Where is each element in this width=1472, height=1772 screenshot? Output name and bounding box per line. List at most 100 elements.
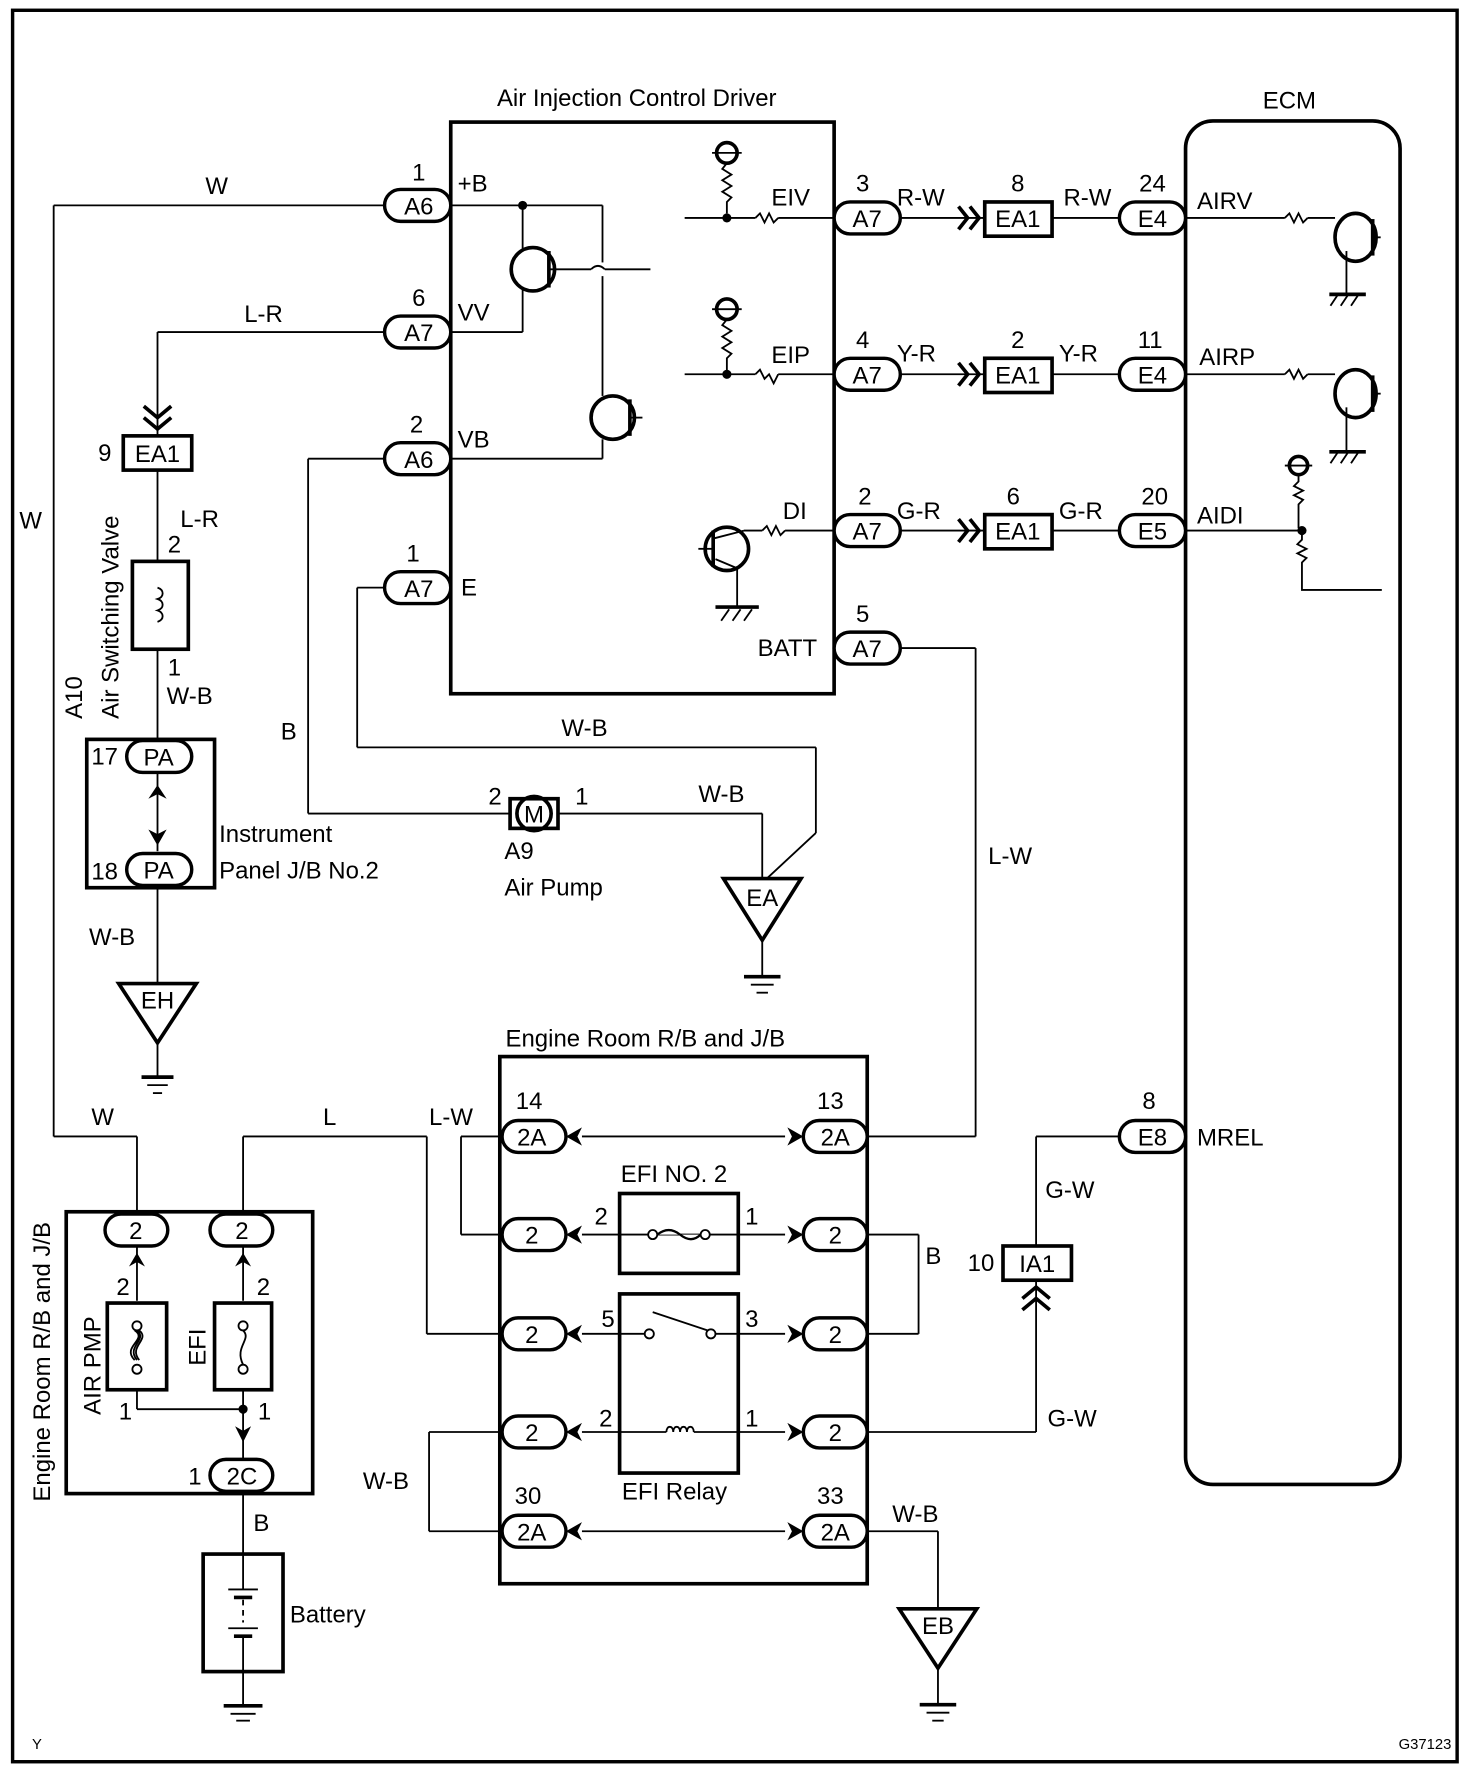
ecm-pin-aidi[interactable]: 20 E5 AIDI [1117,483,1244,549]
svg-text:2: 2 [116,1274,129,1301]
driver-title: Air Injection Control Driver [497,85,777,112]
svg-text:9: 9 [98,440,111,467]
svg-text:PA: PA [144,745,174,772]
svg-text:A7: A7 [853,636,882,663]
ecm-pin-airv[interactable]: 24 E4 AIRV [1117,171,1252,236]
pin-name-eip: EIP [771,342,810,369]
junction-ia1[interactable]: IA1 [1019,1251,1055,1278]
svg-text:G-W: G-W [1047,1405,1097,1432]
svg-text:2C: 2C [227,1463,258,1490]
ecm-pin-airp[interactable]: 11 E4 AIRP [1117,327,1255,392]
svg-text:Y-R: Y-R [1059,341,1098,368]
wire-batt-lw: L-W [867,647,1032,1138]
junction-ea1-2[interactable]: EA1 [995,362,1040,389]
ecm-pin-mrel[interactable]: 8 E8 MREL [1117,1088,1264,1155]
svg-text:A7: A7 [853,519,882,546]
wire-b-to-pump: B [281,457,512,815]
svg-text:2A: 2A [821,1519,850,1546]
svg-text:2: 2 [595,1203,608,1230]
svg-text:VB: VB [458,426,490,453]
svg-text:AIR PMP: AIR PMP [79,1316,106,1415]
wire-mrel: G-W 10 IA1 G-W [867,1135,1120,1433]
driver-pin-eiv[interactable]: 3 A7 [832,171,903,236]
svg-text:2: 2 [525,1420,538,1447]
driver-pin-b[interactable]: 1 A6 +B [382,159,488,224]
battery: B Battery [201,1491,366,1722]
svg-text:EFI: EFI [184,1329,211,1366]
svg-text:33: 33 [817,1483,844,1510]
svg-text:A6: A6 [404,447,433,474]
wire-e-to-ground: W-B [356,586,817,880]
svg-text:G-W: G-W [1045,1177,1095,1204]
svg-text:3: 3 [856,171,869,198]
svg-text:1: 1 [119,1398,132,1425]
svg-text:2: 2 [829,1322,842,1349]
air-pump[interactable]: 2 M 1 A9 Air Pump [488,783,602,901]
connector-arrow-down-icon [235,1426,252,1443]
junction-ea1-8[interactable]: EA1 [995,206,1040,233]
svg-text:L-R: L-R [244,301,283,328]
svg-text:2A: 2A [517,1519,546,1546]
wire-l-r: L-R [142,301,385,436]
junction-ea1-6[interactable]: EA1 [995,519,1040,546]
svg-text:A7: A7 [404,320,433,347]
svg-text:EH: EH [141,988,174,1015]
svg-text:3: 3 [745,1306,758,1333]
svg-text:L-W: L-W [988,843,1032,870]
svg-text:A9: A9 [504,838,533,865]
svg-text:8: 8 [1011,171,1024,198]
signal-row-airp: Y-R 2 EA1 Y-R [897,327,1120,395]
instrument-panel-jb[interactable]: 17 PA 18 PA Instrument Panel J/B No.2 [84,737,379,890]
svg-text:AIRV: AIRV [1197,188,1252,215]
engine-jb-center[interactable]: Engine Room R/B and J/B 14 2A 13 2A 2 2 … [497,1025,870,1586]
driver-pin-eip[interactable]: 4 A7 [832,327,903,392]
svg-text:Panel J/B No.2: Panel J/B No.2 [219,858,379,885]
driver-pin-di[interactable]: 2 A7 [832,483,903,549]
svg-text:E4: E4 [1138,362,1167,389]
svg-text:2A: 2A [821,1125,850,1152]
svg-text:B: B [253,1510,269,1537]
svg-text:E4: E4 [1138,206,1167,233]
svg-text:30: 30 [515,1483,542,1510]
svg-text:W: W [205,173,228,200]
svg-text:2: 2 [129,1218,142,1245]
svg-text:Engine Room R/B and J/B: Engine Room R/B and J/B [506,1025,786,1052]
svg-text:+B: +B [458,171,488,198]
svg-text:17: 17 [91,743,118,770]
svg-text:2: 2 [168,531,181,558]
svg-text:E: E [461,575,477,602]
corner-mark: Y [32,1737,42,1753]
air-switching-valve[interactable]: 9 EA1 2 L-R 1 W-B A10 Air Switching Valv… [61,434,219,740]
svg-text:20: 20 [1141,483,1168,510]
svg-text:EFI Relay: EFI Relay [622,1478,727,1505]
ecm-internal [1185,211,1382,591]
signal-row-airv: R-W 8 EA1 R-W [897,171,1120,239]
svg-text:B: B [281,718,297,745]
svg-text:2: 2 [829,1223,842,1250]
svg-text:1: 1 [258,1398,271,1425]
svg-text:11: 11 [1138,327,1163,354]
svg-text:1: 1 [575,783,588,810]
svg-text:G-R: G-R [897,498,941,525]
svg-text:1: 1 [188,1463,201,1490]
svg-text:PA: PA [144,858,174,885]
svg-text:EFI NO. 2: EFI NO. 2 [621,1161,727,1188]
svg-text:E5: E5 [1138,519,1167,546]
fuse-icon [129,1329,144,1361]
valve-name: Air Switching Valve [98,516,125,719]
engine-jb-left[interactable]: Engine Room R/B and J/B 2 2 2 2 AIR PMP … [29,1209,315,1502]
svg-text:6: 6 [412,285,425,312]
svg-text:A7: A7 [853,206,882,233]
svg-text:Engine Room R/B and J/B: Engine Room R/B and J/B [29,1222,56,1502]
svg-text:Y-R: Y-R [897,341,936,368]
svg-text:W: W [91,1104,114,1131]
svg-text:2: 2 [525,1322,538,1349]
svg-text:B: B [925,1243,941,1270]
signal-row-aidi: G-R 6 EA1 G-R [897,483,1120,551]
svg-text:Air Pump: Air Pump [504,875,603,902]
svg-text:1: 1 [745,1203,758,1230]
svg-text:R-W: R-W [897,184,945,211]
svg-text:A7: A7 [404,576,433,603]
driver-pin-batt[interactable]: 5 A7 [832,601,903,666]
